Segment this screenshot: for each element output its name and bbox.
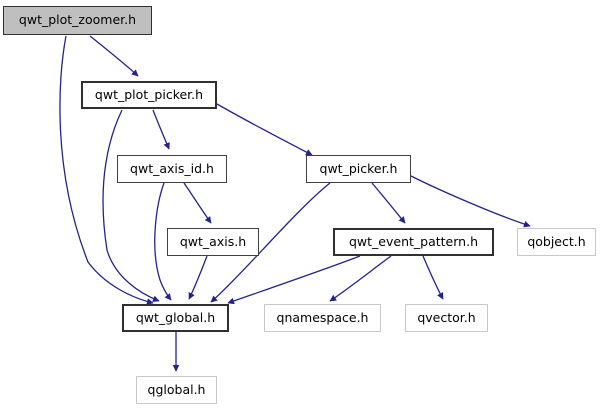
graph-node-qwt_plot_picker[interactable]: qwt_plot_picker.h xyxy=(81,81,217,109)
edge-qwt_picker-to-qobject xyxy=(410,175,531,228)
graph-node-label: qwt_event_pattern.h xyxy=(349,233,478,249)
edge-qwt_axis_id-to-qwt_global xyxy=(154,182,172,301)
graph-node-qwt_event_pattern[interactable]: qwt_event_pattern.h xyxy=(333,228,494,256)
edge-qwt_plot_picker-to-qwt_picker xyxy=(216,103,313,156)
graph-node-qglobal[interactable]: qglobal.h xyxy=(136,376,217,404)
edge-qwt_event_pattern-to-qnamespace xyxy=(329,255,392,302)
graph-node-qnamespace[interactable]: qnamespace.h xyxy=(264,304,381,332)
graph-node-label: qwt_global.h xyxy=(135,309,216,325)
graph-node-qobject[interactable]: qobject.h xyxy=(517,228,596,256)
graph-node-label: qwt_plot_picker.h xyxy=(94,86,204,102)
graph-node-label: qvector.h xyxy=(417,309,476,325)
graph-node-qwt_picker[interactable]: qwt_picker.h xyxy=(306,155,411,183)
edge-qwt_plot_zoomer-to-qwt_plot_picker xyxy=(89,35,139,77)
graph-node-label: qwt_plot_zoomer.h xyxy=(18,12,137,28)
graph-node-label: qwt_axis_id.h xyxy=(130,160,214,176)
edges-group xyxy=(59,35,531,372)
graph-node-label: qwt_picker.h xyxy=(319,160,398,176)
graph-node-label: qobject.h xyxy=(527,233,586,249)
graph-node-label: qwt_axis.h xyxy=(179,233,247,249)
edge-qwt_plot_zoomer-to-qwt_global xyxy=(59,35,154,305)
edge-qwt_axis_id-to-qwt_axis xyxy=(183,182,212,224)
graph-node-label: qglobal.h xyxy=(147,381,206,397)
edge-qwt_picker-to-qwt_global xyxy=(210,182,331,303)
graph-node-label: qnamespace.h xyxy=(276,309,369,325)
edge-qwt_axis-to-qwt_global xyxy=(188,255,208,300)
graph-node-qvector[interactable]: qvector.h xyxy=(405,304,488,332)
edge-qwt_event_pattern-to-qwt_global xyxy=(227,255,361,305)
edge-qwt_event_pattern-to-qvector xyxy=(422,255,444,300)
graph-node-qwt_axis_id[interactable]: qwt_axis_id.h xyxy=(117,155,227,183)
edge-qwt_plot_picker-to-qwt_axis_id xyxy=(152,109,170,150)
graph-node-qwt_plot_zoomer[interactable]: qwt_plot_zoomer.h xyxy=(3,6,152,35)
edge-qwt_plot_picker-to-qwt_global xyxy=(102,109,160,302)
graph-node-qwt_global[interactable]: qwt_global.h xyxy=(122,304,229,332)
edge-qwt_picker-to-qwt_event_pattern xyxy=(371,182,406,224)
graph-node-qwt_axis[interactable]: qwt_axis.h xyxy=(167,228,259,256)
